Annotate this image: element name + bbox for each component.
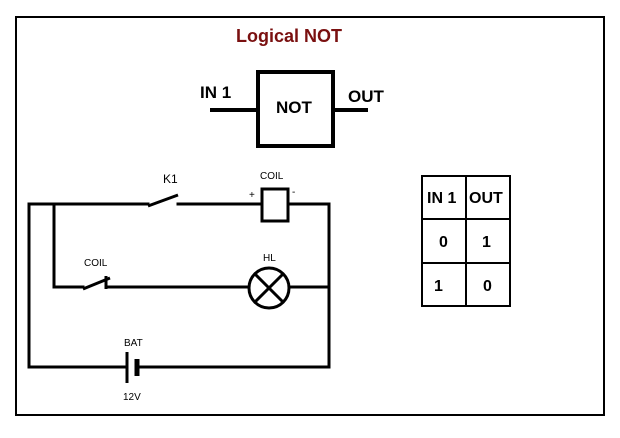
relay-contact: COIL — [82, 258, 111, 291]
switch-k1: K1 — [147, 172, 179, 208]
relay-contact-label: COIL — [84, 258, 108, 269]
battery: BAT 12V — [123, 338, 143, 403]
circuit-wires — [27, 202, 331, 369]
gate-body-label: NOT — [276, 98, 313, 117]
gate-input-label: IN 1 — [200, 83, 231, 102]
battery-label: BAT — [124, 338, 143, 349]
lamp-hl-cross-b — [253, 272, 285, 304]
not-gate: IN 1 NOT OUT — [200, 70, 385, 148]
truth-table-header-out: OUT — [469, 190, 503, 207]
relay-coil-body — [260, 187, 290, 223]
truth-table-cell: 1 — [482, 234, 491, 251]
relay-coil: COIL + - — [249, 171, 295, 223]
truth-table-cell: 0 — [483, 278, 492, 295]
truth-table-header-in: IN 1 — [427, 190, 456, 207]
truth-table: IN 1 OUT 0 1 1 0 — [421, 175, 511, 307]
battery-voltage: 12V — [123, 392, 141, 403]
truth-table-cell: 1 — [434, 278, 443, 295]
truth-table-cell: 0 — [439, 234, 448, 251]
relay-coil-minus: - — [292, 187, 295, 198]
switch-k1-blade — [147, 193, 179, 208]
diagram-title: Logical NOT — [236, 26, 342, 46]
lamp-hl-label: HL — [263, 253, 276, 264]
switch-k1-label: K1 — [163, 172, 178, 186]
gate-output-label: OUT — [348, 87, 385, 106]
relay-coil-plus: + — [249, 190, 255, 201]
diagram-frame — [15, 16, 605, 416]
relay-coil-label: COIL — [260, 171, 284, 182]
lamp-hl: HL — [247, 253, 291, 310]
